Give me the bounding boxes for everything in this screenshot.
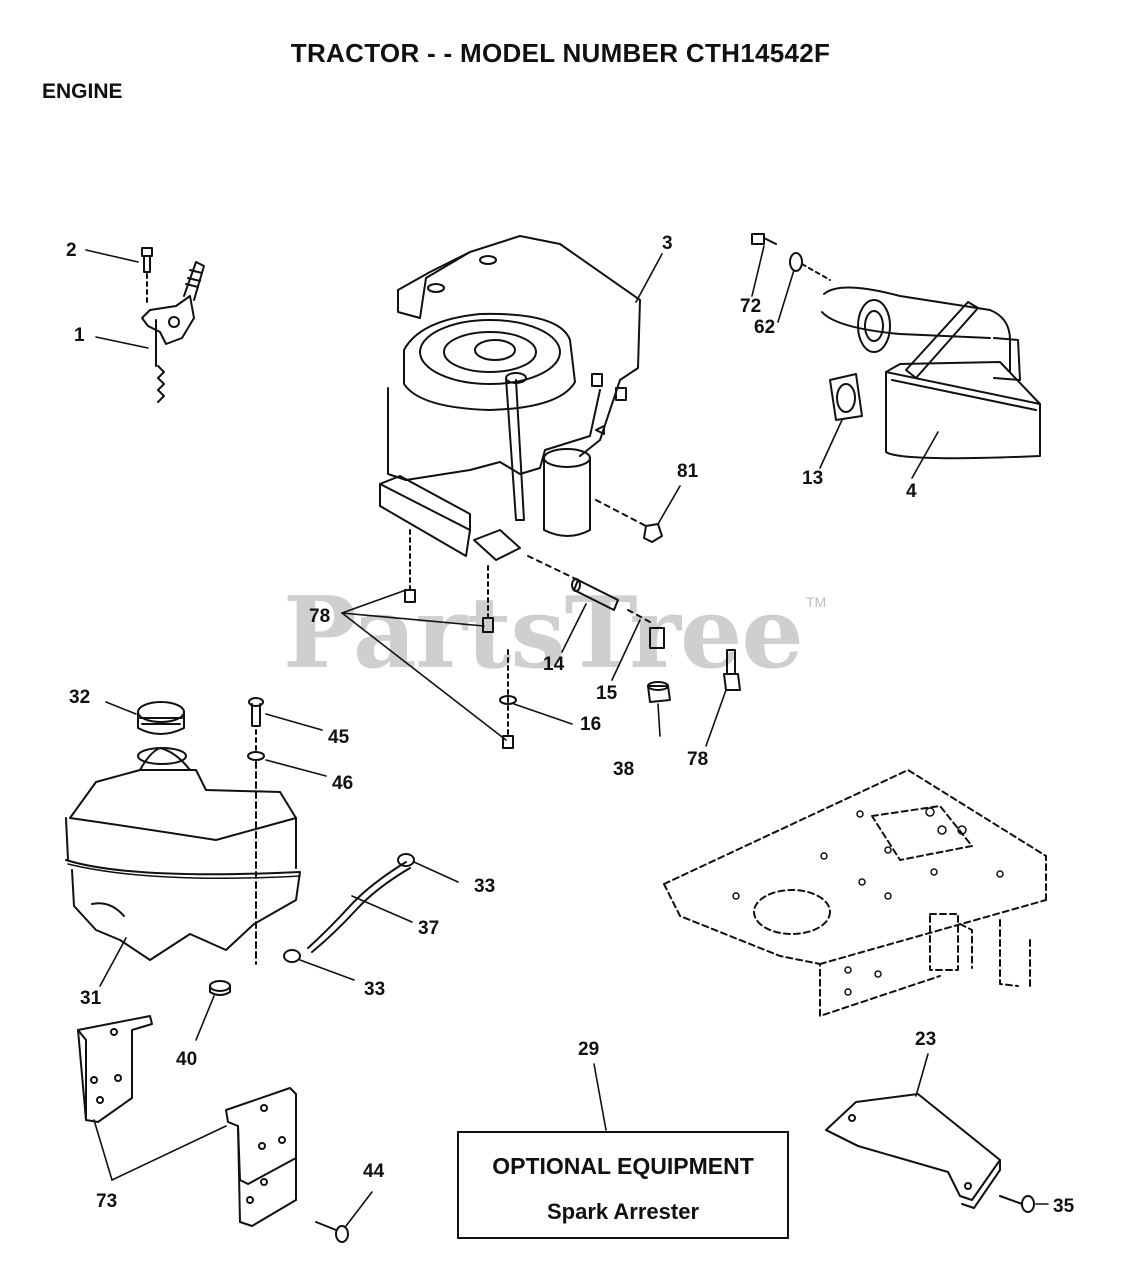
- callout-38: 38: [613, 759, 635, 780]
- lock-washer-part[interactable]: [790, 253, 830, 280]
- spacer-tube-part[interactable]: [528, 556, 618, 610]
- screw-part[interactable]: [142, 248, 152, 304]
- callout-81: 81: [677, 461, 699, 482]
- hex-nut-part[interactable]: [596, 500, 662, 542]
- callout-14: 14: [543, 654, 565, 675]
- page-title: TRACTOR - - MODEL NUMBER CTH14542F: [290, 38, 831, 68]
- callout-44: 44: [363, 1161, 385, 1182]
- callout-78-engine-bolts: 78: [309, 606, 331, 627]
- callout-33-upper: 33: [474, 876, 496, 897]
- nut-part[interactable]: [648, 682, 670, 702]
- gasket-part[interactable]: [830, 374, 862, 420]
- bushing-part[interactable]: [628, 610, 664, 648]
- muffler-part[interactable]: [822, 287, 1040, 458]
- tractor-frame-reference: [664, 770, 1046, 1016]
- callout-37: 37: [418, 918, 440, 939]
- spark-arrester-shield-part[interactable]: [826, 1094, 1000, 1208]
- leader-lines: [86, 246, 1048, 1226]
- tank-washer-part[interactable]: [248, 752, 264, 964]
- callout-46: 46: [332, 773, 354, 794]
- section-label: ENGINE: [42, 80, 123, 103]
- callout-40: 40: [176, 1049, 198, 1070]
- callout-72: 72: [740, 296, 762, 317]
- callout-23: 23: [915, 1029, 937, 1050]
- callout-45: 45: [328, 727, 350, 748]
- bolt-part[interactable]: [724, 650, 740, 690]
- callout-2: 2: [66, 240, 77, 261]
- callout-33-lower: 33: [364, 979, 386, 1000]
- callout-16: 16: [580, 714, 602, 735]
- callout-4: 4: [906, 481, 917, 502]
- shield-screw-part[interactable]: [1000, 1196, 1034, 1212]
- hose-clamp-part[interactable]: [284, 854, 414, 962]
- callout-29: 29: [578, 1039, 600, 1060]
- optional-equipment-item: Spark Arrester: [546, 1199, 700, 1224]
- callout-13: 13: [802, 468, 824, 489]
- mounting-bracket-part[interactable]: [78, 1016, 296, 1226]
- callout-62: 62: [754, 317, 776, 338]
- fuel-line-part[interactable]: [308, 862, 410, 952]
- bracket-screw-part[interactable]: [316, 1222, 348, 1242]
- optional-equipment-title: OPTIONAL EQUIPMENT: [492, 1153, 754, 1179]
- callout-15: 15: [596, 683, 618, 704]
- callout-3: 3: [662, 233, 673, 254]
- fuel-tank-part[interactable]: [66, 748, 300, 960]
- throttle-control-part[interactable]: [142, 262, 204, 402]
- trademark-mark: TM: [806, 594, 827, 610]
- engine-bolt-part[interactable]: [405, 530, 516, 748]
- tank-screw-part[interactable]: [249, 698, 263, 752]
- callout-32: 32: [69, 687, 91, 708]
- grommet-part[interactable]: [210, 981, 230, 995]
- callout-78-bolt: 78: [687, 749, 709, 770]
- callout-31: 31: [80, 988, 102, 1009]
- frame-holes: [733, 808, 1003, 995]
- optional-equipment-box[interactable]: OPTIONAL EQUIPMENT Spark Arrester: [457, 1131, 789, 1239]
- callout-1: 1: [74, 325, 85, 346]
- exhaust-screw-part[interactable]: [752, 234, 776, 244]
- callout-73: 73: [96, 1191, 118, 1212]
- watermark: PartsTree: [283, 576, 804, 691]
- engine-part[interactable]: [380, 236, 640, 560]
- fuel-cap-part[interactable]: [138, 702, 184, 734]
- callout-35: 35: [1053, 1196, 1075, 1217]
